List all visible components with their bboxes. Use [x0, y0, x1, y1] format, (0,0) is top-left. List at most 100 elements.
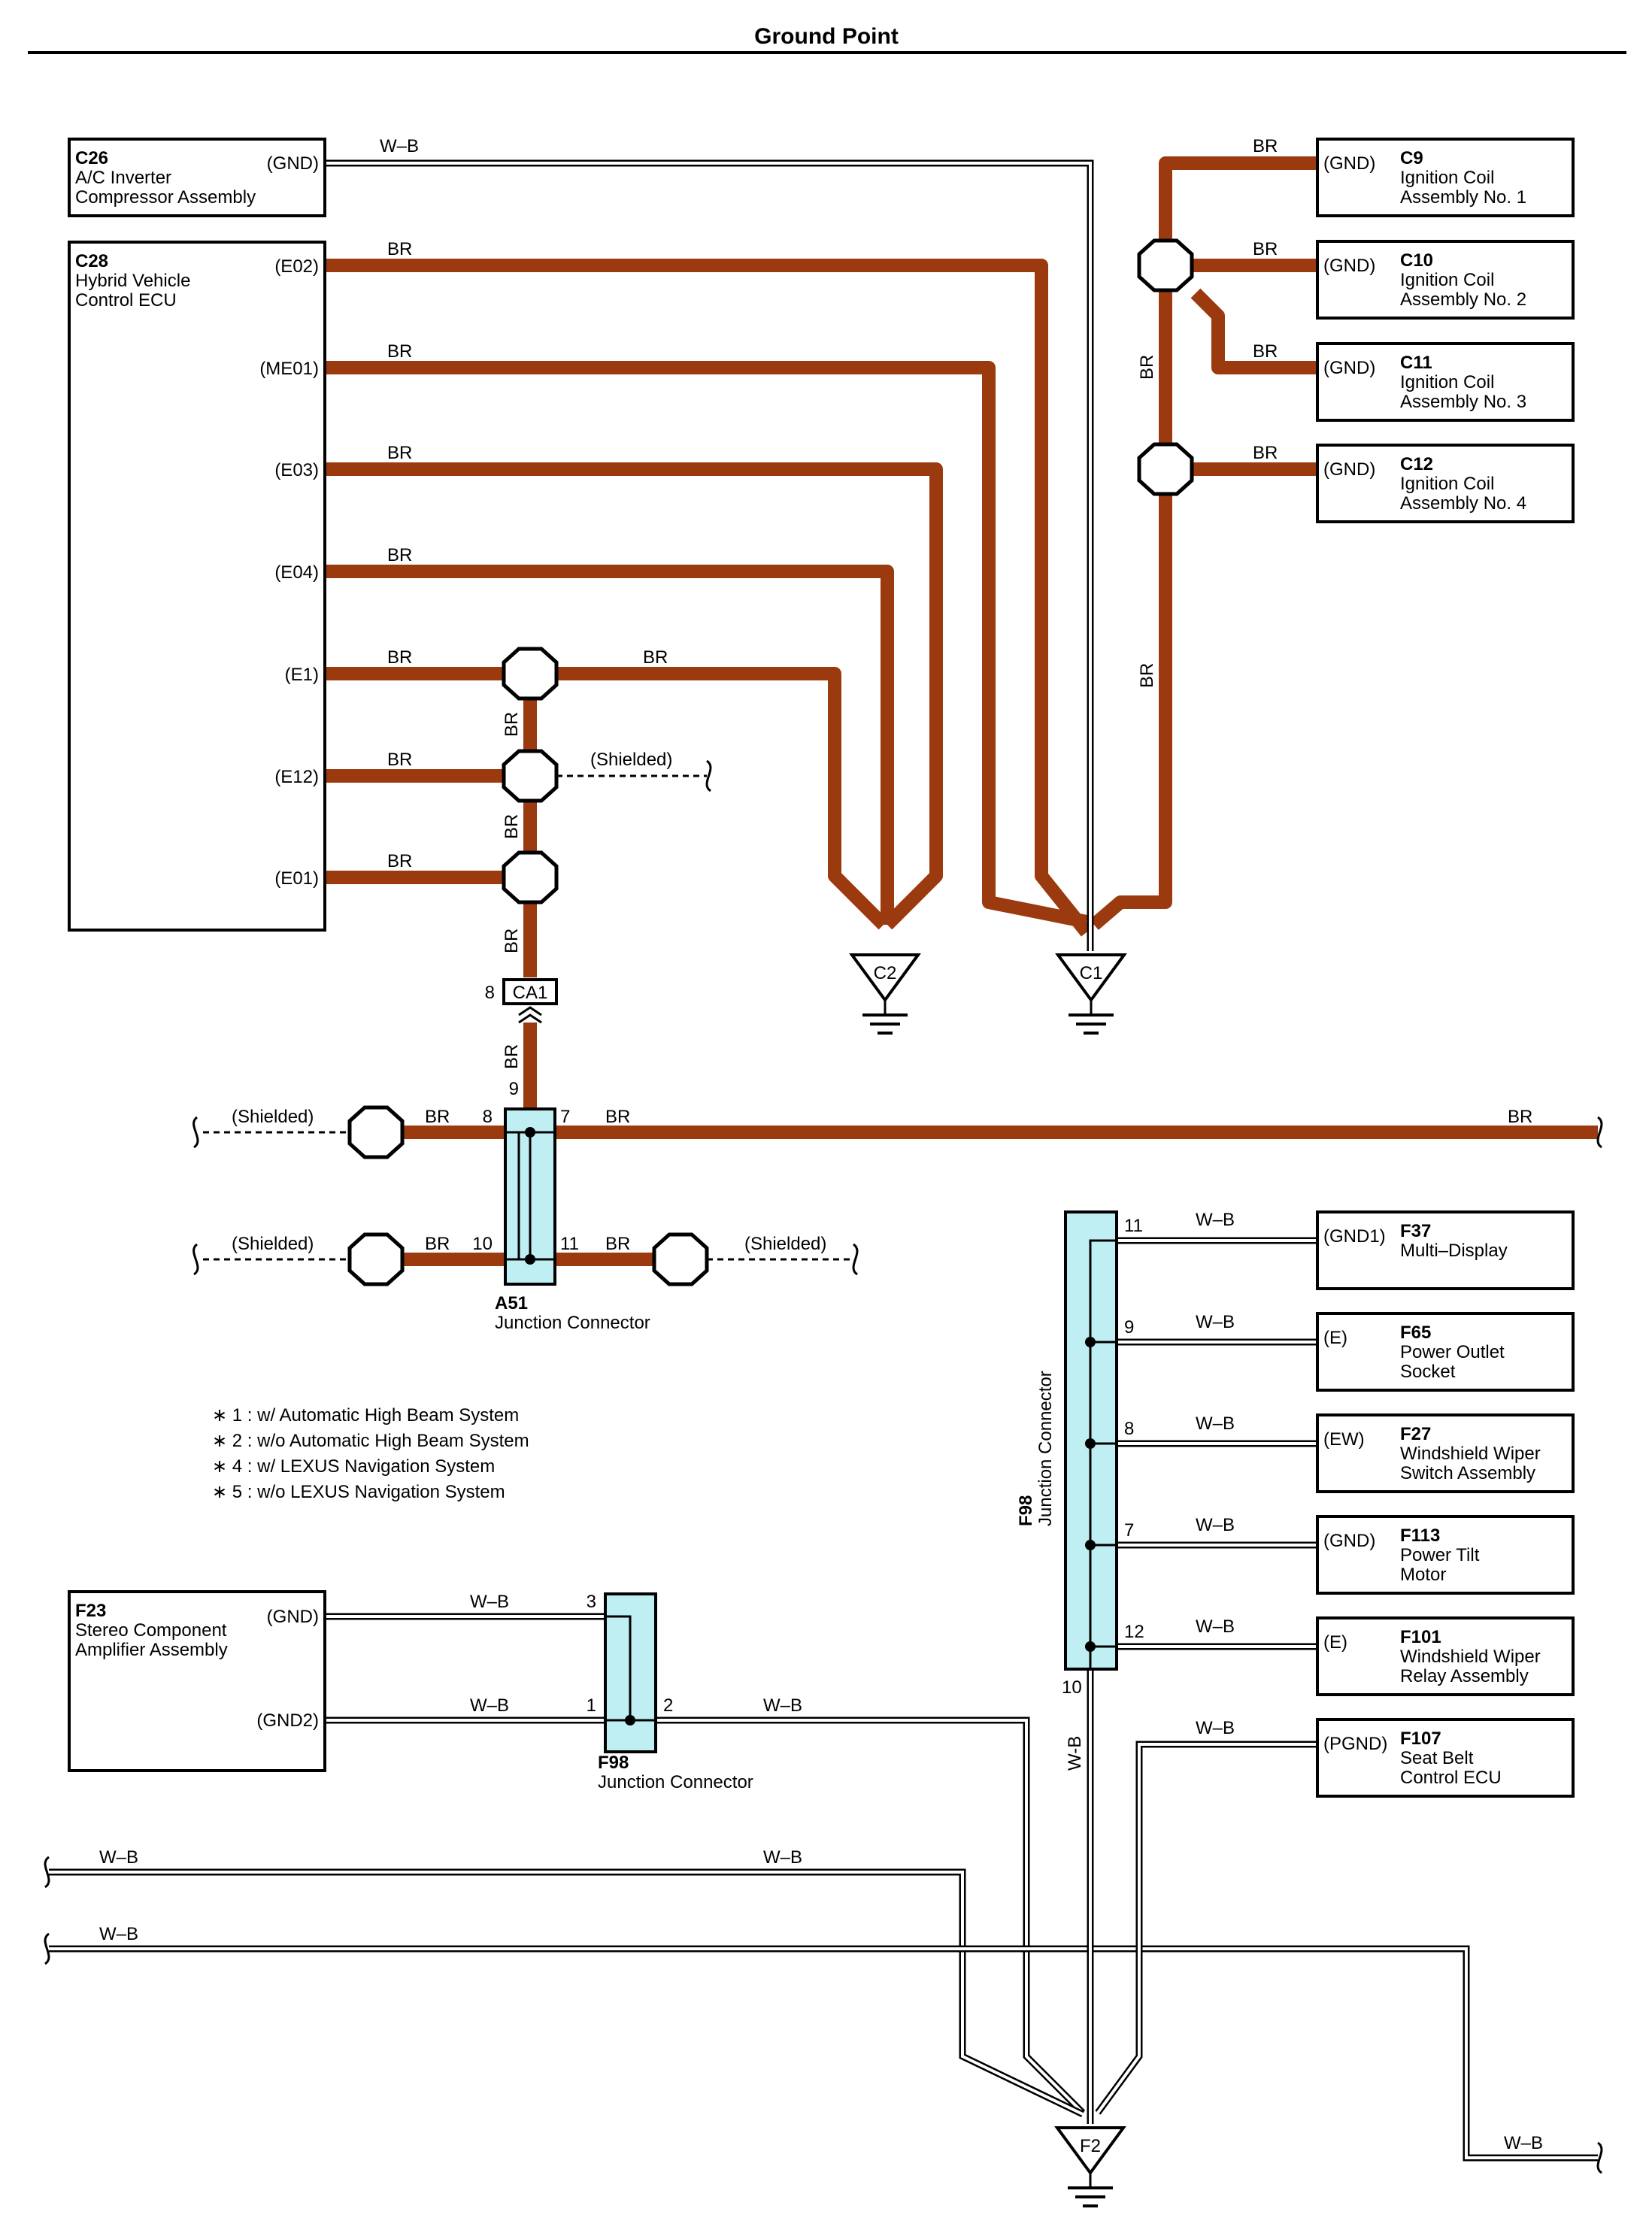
wire-label: BR	[1253, 341, 1278, 362]
page-title: Ground Point	[754, 24, 899, 49]
junction-f98-small: 3 1 2 F98 Junction Connector	[587, 1592, 753, 1792]
wire-label: BR	[387, 647, 412, 668]
c26-code: C26	[75, 148, 108, 168]
splice-e1-icon	[502, 647, 559, 701]
splice-c12-icon	[1137, 442, 1194, 496]
splice-e12-icon	[502, 749, 559, 803]
ground-triangle-icon	[1055, 953, 1127, 1003]
note-1: ∗ 1 : w/ Automatic High Beam System	[212, 1405, 519, 1426]
f23-name1: Stereo Component	[75, 1620, 227, 1641]
f23-terminal1: (GND)	[267, 1607, 319, 1627]
wire-label: BR	[425, 1234, 450, 1254]
a51-name: Junction Connector	[495, 1313, 650, 1333]
splice-a51-left-top-icon	[347, 1105, 405, 1159]
c28-code: C28	[75, 251, 108, 271]
note-5: ∗ 5 : w/o LEXUS Navigation System	[212, 1482, 505, 1502]
f23-terminal2: (GND2)	[256, 1710, 319, 1731]
f98b-pin-12: 12	[1124, 1622, 1144, 1642]
c11-terminal: (GND)	[1323, 358, 1375, 378]
shielded-label: (Shielded)	[744, 1234, 826, 1254]
wire-label: W–B	[99, 1924, 138, 1944]
wire-label: W–B	[1196, 1413, 1235, 1434]
f107-code: F107	[1400, 1729, 1441, 1749]
f37-terminal: (GND1)	[1323, 1226, 1386, 1247]
c12-name2: Assembly No. 4	[1400, 493, 1526, 514]
ground-triangle-icon	[1054, 2126, 1126, 2176]
f113-name1: Power Tilt	[1400, 1545, 1480, 1565]
f98b-name: Junction Connector	[1035, 1371, 1056, 1526]
a51-code: A51	[495, 1293, 528, 1313]
ca1-box	[502, 978, 558, 1005]
component-f101: (E) F101 Windshield Wiper Relay Assembly	[1316, 1616, 1575, 1696]
c28-terminal-e12: (E12)	[274, 767, 319, 787]
ca1-code: CA1	[513, 983, 548, 1003]
note-4: ∗ 4 : w/ LEXUS Navigation System	[212, 1456, 495, 1477]
f98b-pin-9: 9	[1124, 1317, 1134, 1338]
ground-c1-label: C1	[1080, 963, 1103, 983]
a51-pin-7: 7	[560, 1107, 570, 1127]
f27-terminal: (EW)	[1323, 1429, 1365, 1450]
wire-label: BR	[425, 1107, 450, 1127]
component-c28: C28 Hybrid Vehicle Control ECU (E02) (ME…	[68, 241, 326, 932]
component-f107: (PGND) F107 Seat Belt Control ECU	[1316, 1718, 1575, 1798]
wire-label: W–B	[763, 1695, 802, 1716]
component-c10: (GND) C10 Ignition Coil Assembly No. 2	[1316, 240, 1575, 320]
f98s-code: F98	[598, 1753, 629, 1773]
component-f65: (E) F65 Power Outlet Socket	[1316, 1312, 1575, 1392]
f37-code: F37	[1400, 1221, 1431, 1241]
f101-name2: Relay Assembly	[1400, 1666, 1529, 1686]
component-c12: (GND) C12 Ignition Coil Assembly No. 4	[1316, 444, 1575, 523]
splice-e01-icon	[502, 850, 559, 904]
c26-terminal: (GND)	[267, 153, 319, 174]
f98s-name: Junction Connector	[598, 1772, 753, 1792]
f65-code: F65	[1400, 1323, 1431, 1343]
ground-f2-label: F2	[1080, 2136, 1101, 2156]
wire-label: W–B	[99, 1847, 138, 1868]
f101-code: F101	[1400, 1627, 1441, 1647]
wire-label: BR	[387, 239, 412, 259]
f27-name1: Windshield Wiper	[1400, 1444, 1541, 1464]
c10-name1: Ignition Coil	[1400, 270, 1494, 290]
c26-name1: A/C Inverter	[75, 168, 171, 188]
component-c9: (GND) C9 Ignition Coil Assembly No. 1	[1316, 138, 1575, 217]
f101-terminal: (E)	[1323, 1632, 1347, 1653]
wire-label: BR	[1137, 663, 1157, 688]
c10-name2: Assembly No. 2	[1400, 289, 1526, 310]
wire-label: BR	[502, 1044, 522, 1069]
wire-c9	[1090, 156, 1317, 930]
f98s-pin-3: 3	[587, 1592, 596, 1612]
wire-label: W–B	[1196, 1515, 1235, 1535]
c12-code: C12	[1400, 454, 1433, 474]
f65-name1: Power Outlet	[1400, 1342, 1505, 1362]
c9-code: C9	[1400, 148, 1423, 168]
f98b-pin-8: 8	[1124, 1419, 1134, 1439]
wire-label: W–B	[470, 1592, 509, 1612]
shielded-label: (Shielded)	[590, 750, 672, 770]
shielded-label: (Shielded)	[232, 1107, 314, 1127]
wire-label: W–B	[1196, 1616, 1235, 1637]
wire-label: BR	[1137, 355, 1157, 380]
wire-label: BR	[1253, 239, 1278, 259]
ca1-pin-8: 8	[485, 983, 495, 1003]
c28-terminal-e02: (E02)	[274, 256, 319, 277]
shielded-label: (Shielded)	[232, 1234, 314, 1254]
component-f113: (GND) F113 Power Tilt Motor	[1316, 1515, 1575, 1595]
wire-label: BR	[643, 647, 668, 668]
ground-c2-label: C2	[874, 963, 897, 983]
c9-name1: Ignition Coil	[1400, 168, 1494, 188]
c11-name1: Ignition Coil	[1400, 372, 1494, 392]
f101-name1: Windshield Wiper	[1400, 1647, 1541, 1667]
f65-terminal: (E)	[1323, 1328, 1347, 1348]
c28-terminal-e04: (E04)	[274, 562, 319, 583]
c10-terminal: (GND)	[1323, 256, 1375, 276]
c9-name2: Assembly No. 1	[1400, 187, 1526, 208]
ground-c2: C2	[849, 953, 921, 1035]
wire-label: W–B	[380, 136, 419, 156]
connector-ca1: CA1 8 9	[485, 978, 558, 1099]
f98b-pin-11: 11	[1124, 1216, 1143, 1236]
a51-pin-11: 11	[560, 1234, 579, 1254]
component-c26: C26 A/C Inverter Compressor Assembly (GN…	[68, 138, 326, 217]
f23-name2: Amplifier Assembly	[75, 1640, 228, 1660]
wire-label: W-B	[1065, 1736, 1085, 1771]
shield-lines	[44, 759, 1603, 2174]
